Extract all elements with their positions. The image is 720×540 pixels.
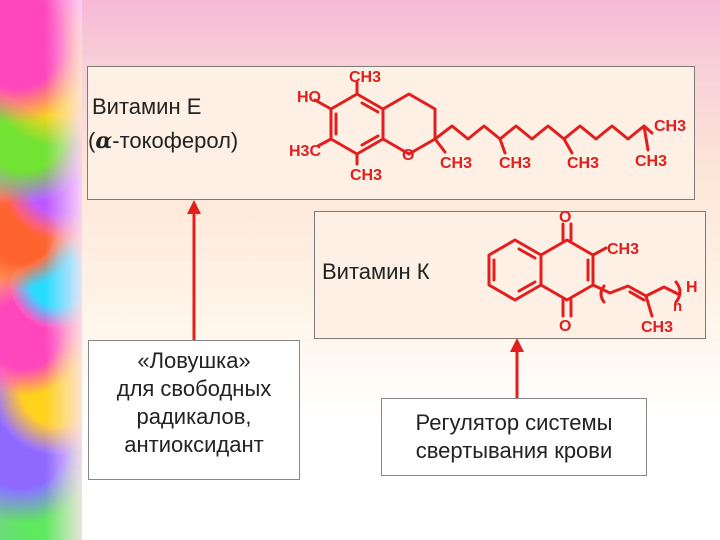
vitamin-e-title: Витамин Е: [92, 94, 202, 119]
vitamin-k-title: Витамин К: [322, 259, 430, 284]
decorative-strip: [0, 0, 82, 540]
trap-line-3: радикалов,: [136, 404, 252, 429]
tocopherol-text: -токоферол): [112, 128, 239, 153]
trap-line-4: антиоксидант: [124, 432, 264, 457]
arrow-head-vitamin-e: [187, 200, 201, 214]
reg-line-2: свертывания крови: [415, 438, 613, 463]
arrow-head-vitamin-k: [510, 338, 524, 352]
trap-line-2: для свободных: [116, 376, 272, 401]
paren-open: (: [88, 128, 96, 153]
trap-line-1: «Ловушка»: [137, 348, 251, 373]
reg-line-1: Регулятор системы: [415, 410, 613, 435]
antioxidant-note: «Ловушка» для свободных радикалов, антио…: [88, 340, 300, 480]
coagulation-note: Регулятор системы свертывания крови: [381, 398, 647, 476]
alpha-symbol: α: [95, 128, 113, 154]
vitamin-e-alt-name: (α-токоферол): [88, 128, 238, 154]
